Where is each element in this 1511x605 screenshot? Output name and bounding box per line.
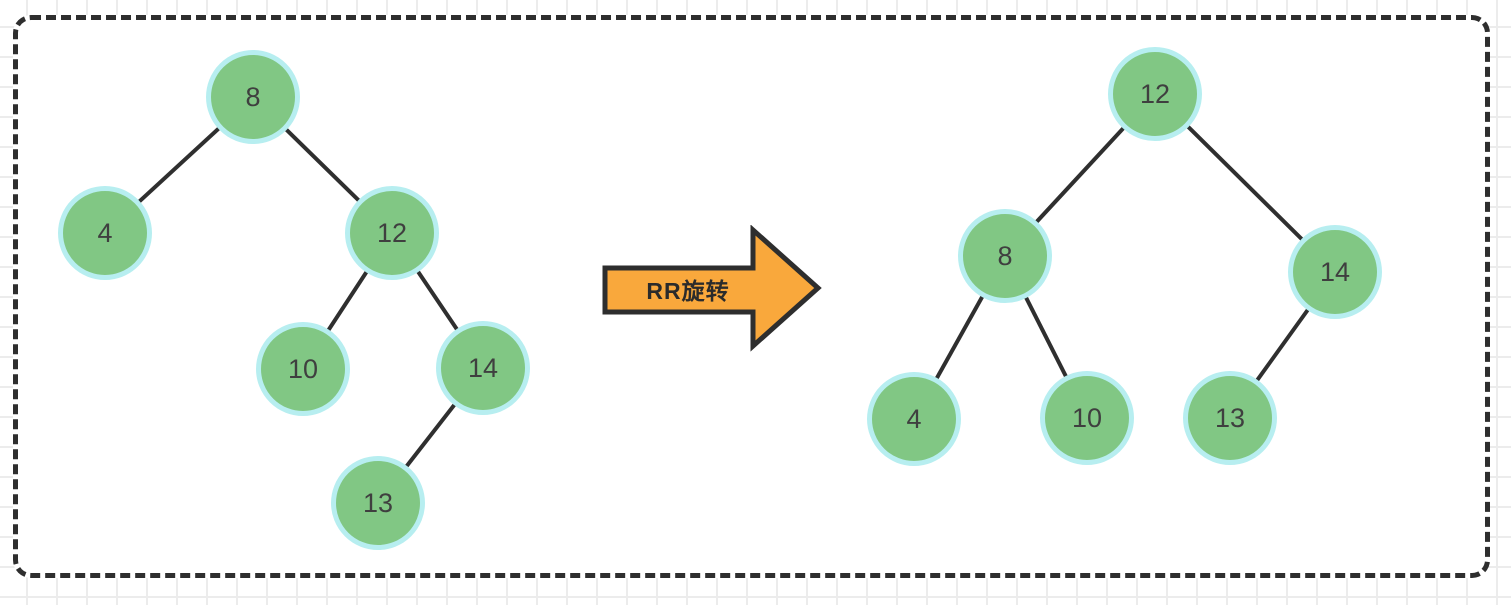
tree-node-after-rotation-4: 4 [867, 372, 961, 466]
tree-node-after-rotation-10: 10 [1040, 371, 1134, 465]
tree-node-after-rotation-14: 14 [1288, 225, 1382, 319]
rr-rotation-label: RR旋转 [646, 278, 730, 304]
arrow-shape [602, 225, 822, 352]
tree-node-after-rotation-13: 13 [1183, 371, 1277, 465]
tree-node-before-rotation-12: 12 [345, 186, 439, 280]
tree-node-before-rotation-4: 4 [58, 186, 152, 280]
tree-node-before-rotation-8: 8 [206, 50, 300, 144]
tree-node-before-rotation-13: 13 [331, 456, 425, 550]
rr-rotation-arrow [602, 225, 822, 352]
tree-node-before-rotation-14: 14 [436, 321, 530, 415]
tree-node-after-rotation-12: 12 [1108, 47, 1202, 141]
tree-node-before-rotation-10: 10 [256, 322, 350, 416]
tree-node-after-rotation-8: 8 [958, 209, 1052, 303]
